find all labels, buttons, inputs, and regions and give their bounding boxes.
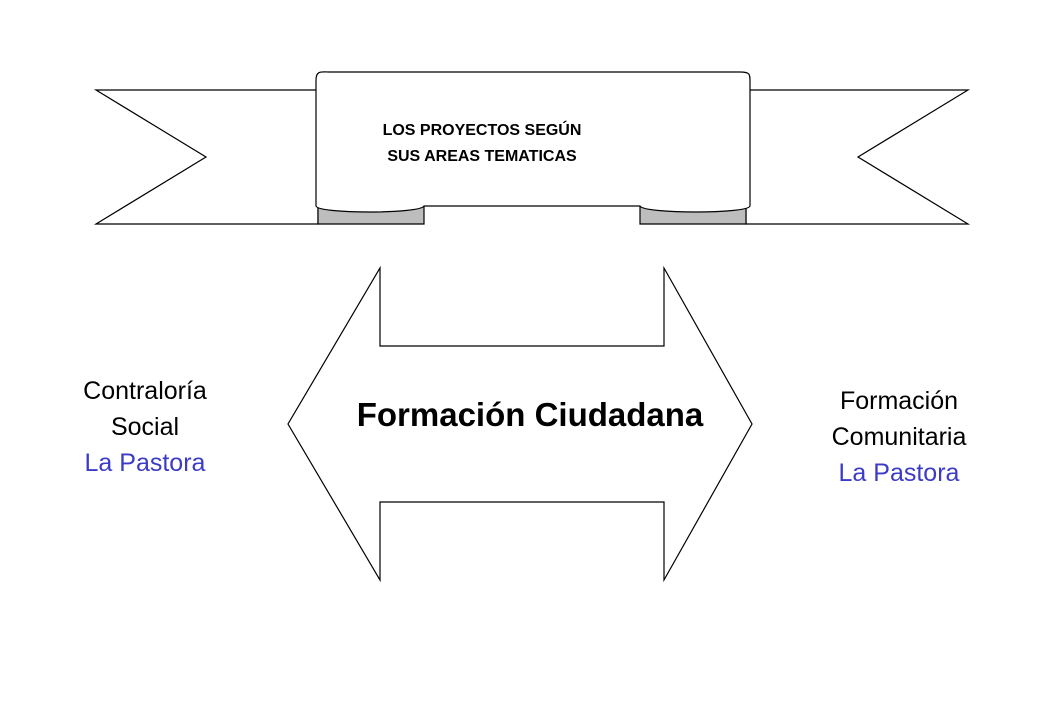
arrow-label: Formación Ciudadana (356, 396, 704, 433)
banner-left-tail (93, 89, 319, 225)
double-arrow (287, 265, 753, 583)
banner-main (315, 71, 751, 213)
left-topic-line-1: Contraloría (83, 377, 207, 405)
banner-title-line-2: SUS AREAS TEMATICAS (387, 148, 577, 165)
right-topic-place: La Pastora (838, 459, 960, 487)
left-topic-line-2: Social (110, 413, 180, 441)
right-topic-line-2: Comunitaria (831, 423, 967, 451)
left-topic-place: La Pastora (84, 449, 206, 477)
right-topic-line-1: Formación (839, 387, 959, 415)
right-topic: Formación Comunitaria La Pastora (794, 383, 1004, 491)
banner-right-tail (745, 89, 971, 225)
banner-title: LOS PROYECTOS SEGÚN SUS AREAS TEMATICAS (316, 118, 648, 170)
left-topic: Contraloría Social La Pastora (40, 373, 250, 481)
banner-title-line-1: LOS PROYECTOS SEGÚN (382, 122, 582, 139)
